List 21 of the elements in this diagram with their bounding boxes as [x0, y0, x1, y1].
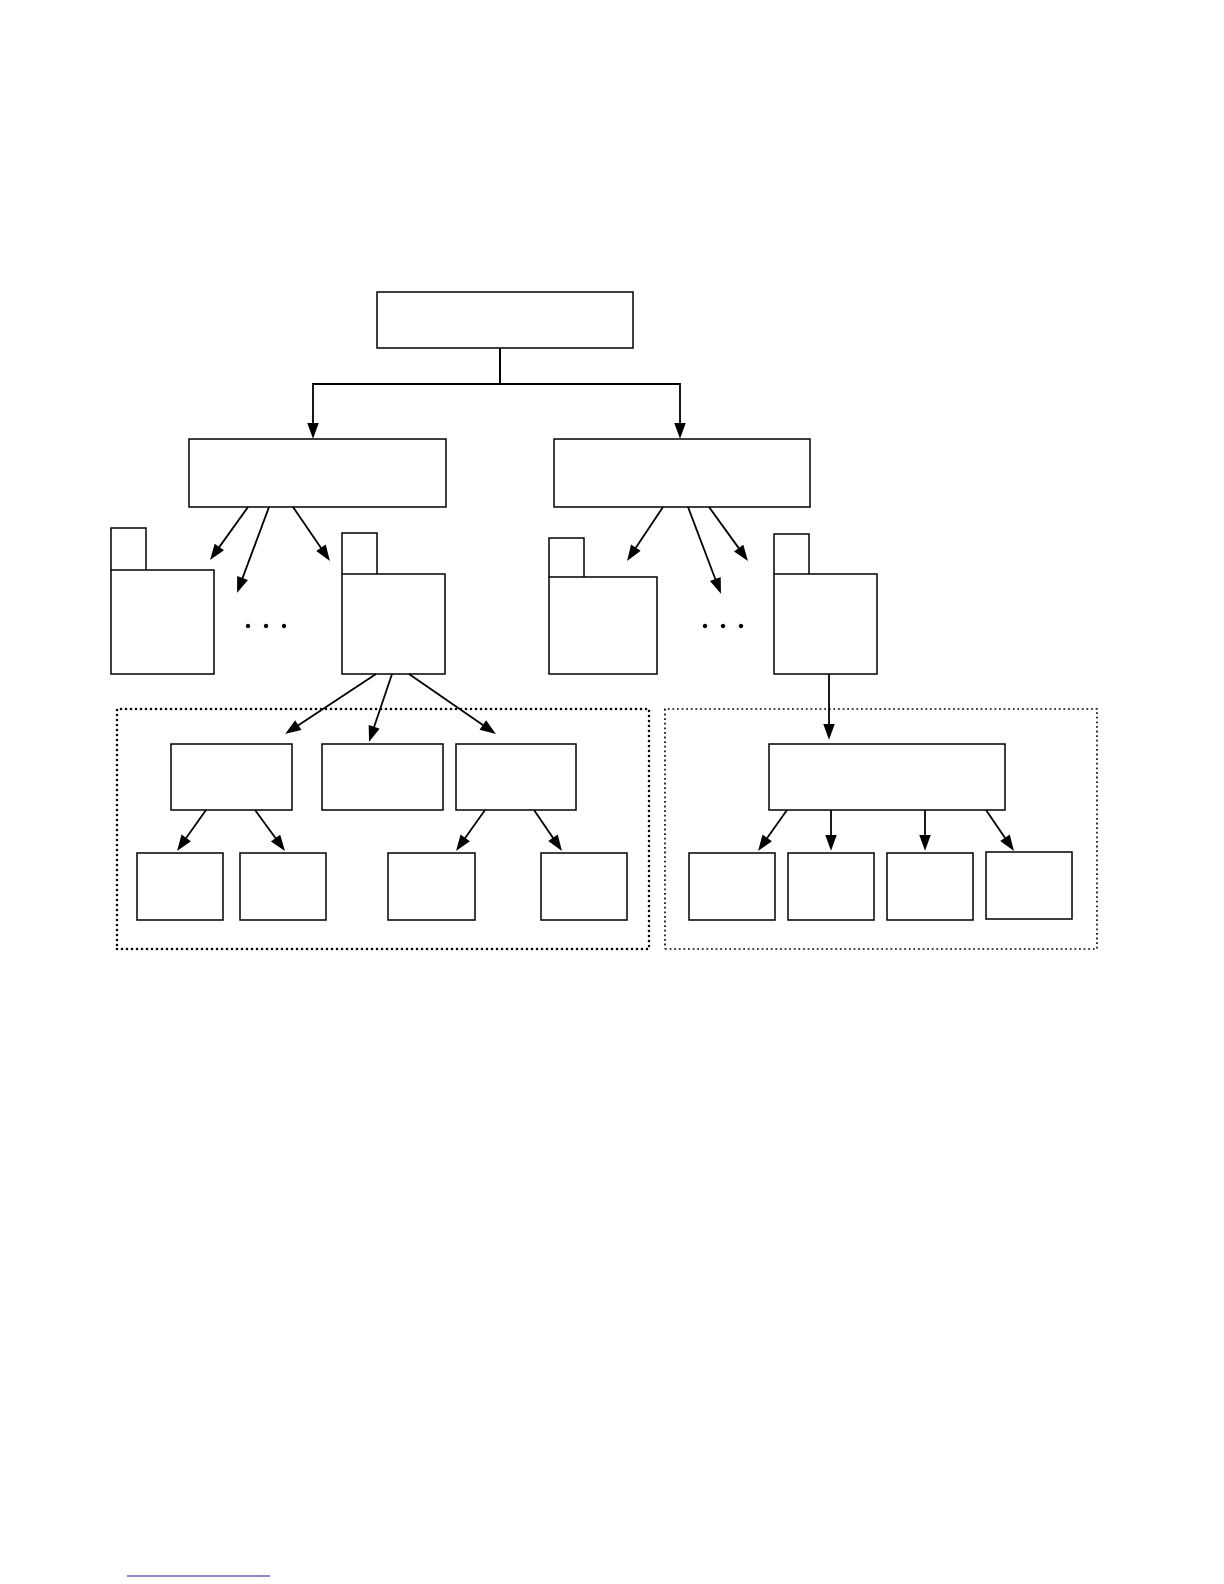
- dotted-group-box: [115, 707, 651, 951]
- dotted-group-box: [664, 708, 1098, 950]
- folder-box: [773, 533, 878, 675]
- process-box: [376, 291, 634, 349]
- folder-box: [341, 532, 446, 675]
- process-box: [768, 743, 1006, 811]
- process-box: [239, 852, 327, 921]
- process-box: [136, 852, 224, 921]
- process-box: [787, 852, 875, 921]
- process-box: [886, 852, 974, 921]
- process-box: [387, 852, 476, 921]
- process-box: [455, 743, 577, 811]
- process-box: [321, 743, 444, 811]
- process-box: [540, 852, 628, 921]
- process-box: [188, 438, 447, 508]
- folder-box: [110, 527, 215, 675]
- process-box: [985, 851, 1073, 920]
- process-box: [688, 852, 776, 921]
- process-box: [170, 743, 293, 811]
- folder-box: [548, 537, 658, 675]
- process-box: [553, 438, 811, 508]
